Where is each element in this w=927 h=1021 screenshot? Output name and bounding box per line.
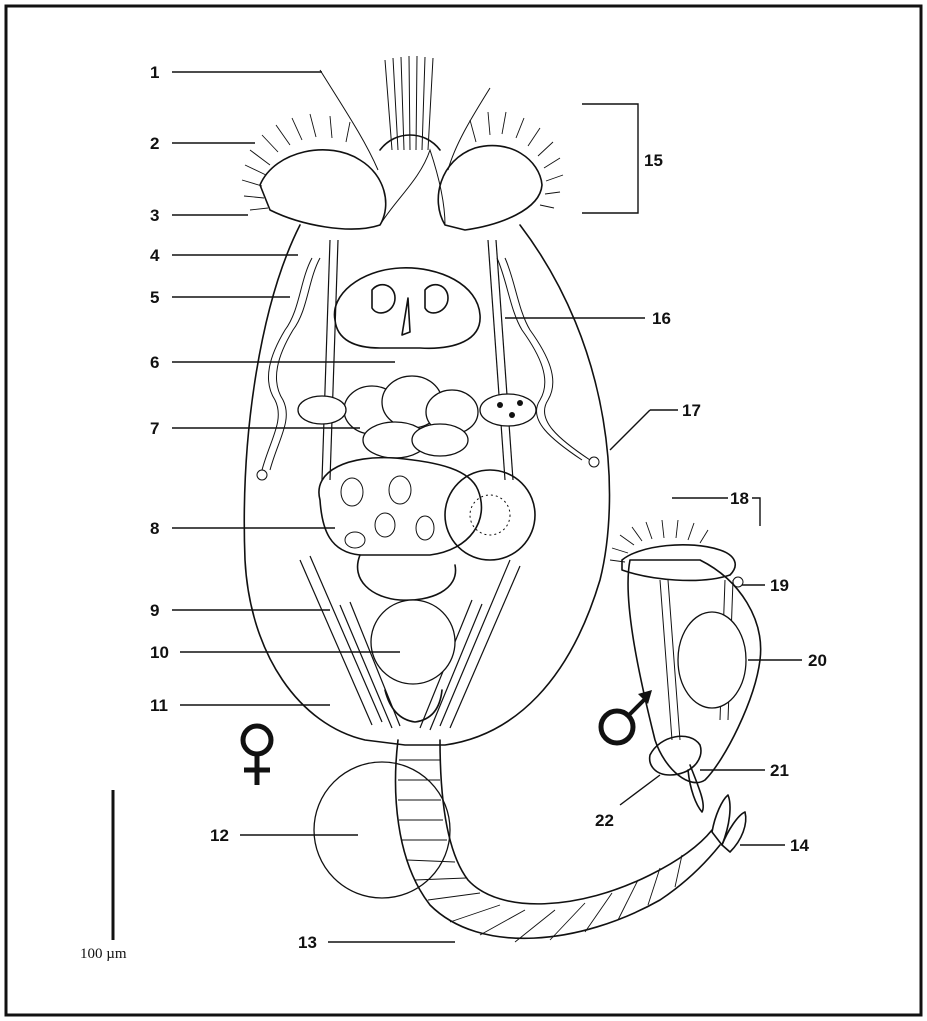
label-15: 15 — [644, 151, 663, 170]
mastax — [334, 268, 480, 348]
label-9: 9 — [150, 601, 159, 620]
label-16: 16 — [652, 309, 671, 328]
label-11: 11 — [150, 696, 168, 715]
figure-frame — [6, 6, 921, 1015]
label-20: 20 — [808, 651, 827, 670]
stomach — [319, 458, 535, 560]
label-21: 21 — [770, 761, 789, 780]
toes — [712, 795, 746, 852]
label-18: 18 — [730, 489, 749, 508]
label-10: 10 — [150, 643, 169, 662]
label-12: 12 — [210, 826, 229, 845]
label-2: 2 — [150, 134, 159, 153]
label-22: 22 — [595, 811, 614, 830]
label-5: 5 — [150, 288, 159, 307]
corona — [260, 56, 542, 230]
label-19: 19 — [770, 576, 789, 595]
scale-bar: 100 µm — [80, 790, 127, 962]
label-17: 17 — [682, 401, 701, 420]
male-symbol — [601, 690, 652, 743]
female-specimen — [242, 56, 746, 942]
label-4: 4 — [150, 246, 160, 265]
intestine — [358, 555, 456, 722]
male-specimen — [610, 520, 761, 812]
label-7: 7 — [150, 419, 159, 438]
scale-bar-label: 100 µm — [80, 946, 127, 962]
label-1: 1 — [150, 63, 159, 82]
gastric-glands — [344, 376, 478, 458]
label-3: 3 — [150, 206, 159, 225]
egg — [314, 762, 450, 898]
label-14: 14 — [790, 836, 809, 855]
female-symbol — [243, 726, 271, 785]
label-8: 8 — [150, 519, 159, 538]
label-13: 13 — [298, 933, 317, 952]
label-6: 6 — [150, 353, 159, 372]
